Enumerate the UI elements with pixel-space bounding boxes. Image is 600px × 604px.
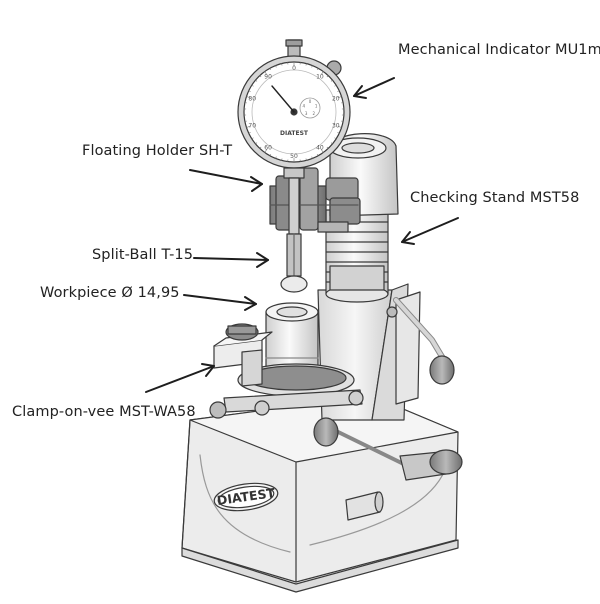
dial-brand: DIATEST bbox=[280, 130, 309, 137]
arrow-stand bbox=[402, 218, 458, 244]
label-floating-holder: Floating Holder SH-T bbox=[82, 143, 232, 159]
label-checking-stand: Checking Stand MST58 bbox=[410, 190, 579, 206]
arrow-split-ball bbox=[194, 253, 268, 267]
arrow-clamp bbox=[146, 364, 214, 392]
dial-inner-number: 1 bbox=[315, 104, 318, 109]
label-clamp-on-vee: Clamp-on-vee MST-WA58 bbox=[12, 404, 196, 420]
dial-inner-number: 0 bbox=[309, 99, 312, 104]
dial-outer-number: 10 bbox=[316, 73, 324, 80]
label-mechanical-indicator: Mechanical Indicator MU1m bbox=[398, 42, 600, 58]
dial-outer-number: 40 bbox=[316, 145, 324, 152]
dial-outer-number: 70 bbox=[248, 123, 256, 130]
dial-outer-number: 80 bbox=[248, 95, 256, 102]
split-ball-probe bbox=[281, 234, 307, 292]
dial-inner-number: 4 bbox=[303, 104, 306, 109]
dial-outer-number: 0 bbox=[292, 65, 296, 72]
label-workpiece: Workpiece Ø 14,95 bbox=[40, 285, 180, 301]
dial-inner-number: 2 bbox=[313, 111, 316, 116]
dial-outer-number: 90 bbox=[264, 73, 272, 80]
arrow-holder bbox=[190, 170, 262, 191]
dial-outer-number: 30 bbox=[332, 123, 340, 130]
arrow-indicator bbox=[354, 78, 394, 98]
label-split-ball: Split-Ball T-15 bbox=[92, 247, 193, 263]
dial-inner-number: 3 bbox=[305, 111, 308, 116]
arrow-workpiece bbox=[184, 295, 256, 310]
dial-outer-number: 20 bbox=[332, 95, 340, 102]
dial-outer-number: 60 bbox=[264, 145, 272, 152]
